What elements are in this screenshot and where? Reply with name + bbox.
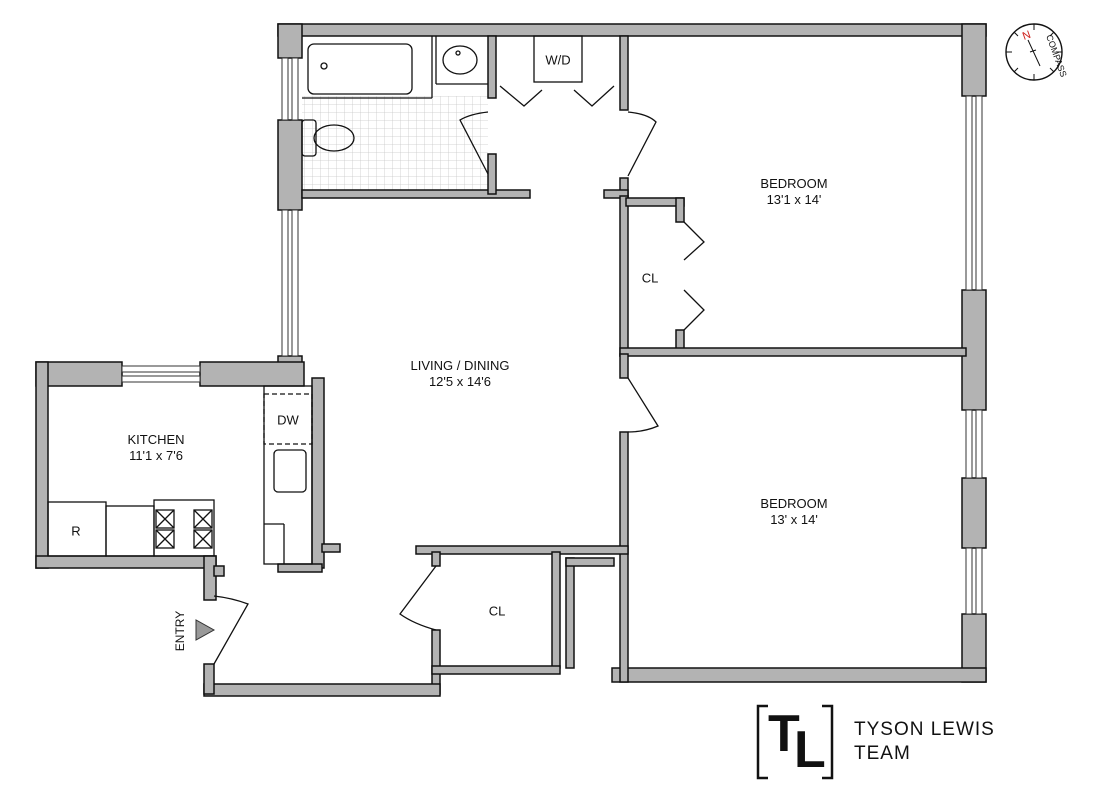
room-living-dining: LIVING / DINING 12'5 x 14'6 [411, 358, 510, 390]
dishwasher-box [263, 393, 313, 445]
brand-line-2: TEAM [854, 743, 911, 764]
washer-dryer-label: W/D [545, 52, 571, 68]
compass-icon: N COMPASS [1005, 23, 1069, 81]
brand-name: TYSON LEWIS TEAM [854, 718, 995, 766]
closet-entry-label: CL [488, 603, 506, 619]
dishwasher-label: DW [277, 412, 299, 428]
bathtub [307, 43, 413, 95]
room-name: KITCHEN [127, 432, 185, 447]
room-dimensions: 12'5 x 14'6 [428, 374, 492, 389]
room-dimensions: 13'1 x 14' [766, 192, 822, 207]
brand-monogram-l: L [794, 721, 826, 779]
room-name: LIVING / DINING [410, 358, 510, 373]
bathroom-tile-floor [302, 96, 488, 192]
door-swings [213, 85, 705, 665]
brand-line-1: TYSON LEWIS [854, 719, 995, 740]
room-dimensions: 13' x 14' [770, 512, 818, 527]
room-bedroom-1: BEDROOM 13'1 x 14' [760, 176, 827, 208]
room-name: BEDROOM [760, 496, 828, 511]
bathroom-sink [442, 45, 478, 75]
brand-monogram-t: T [768, 705, 800, 763]
walls [35, 23, 987, 697]
room-dimensions: 11'1 x 7'6 [129, 448, 183, 463]
room-bedroom-2: BEDROOM 13' x 14' [760, 496, 827, 528]
room-name: BEDROOM [760, 176, 828, 191]
entry-label: ENTRY [173, 610, 188, 652]
kitchen-sink [273, 449, 307, 493]
stove [153, 499, 215, 557]
washer-dryer-box [533, 35, 583, 83]
toilet-tank [301, 119, 317, 157]
brand-logo-icon [756, 704, 834, 780]
stove-burners [155, 509, 213, 549]
compass-north-label: N [1021, 29, 1033, 43]
toilet-bowl [313, 124, 355, 152]
refrigerator-label: R [71, 523, 81, 539]
room-kitchen: KITCHEN 11'1 x 7'6 [127, 432, 184, 464]
closet-bedroom-label: CL [641, 270, 659, 286]
windows [121, 57, 983, 615]
entry-arrow-icon [195, 619, 216, 641]
